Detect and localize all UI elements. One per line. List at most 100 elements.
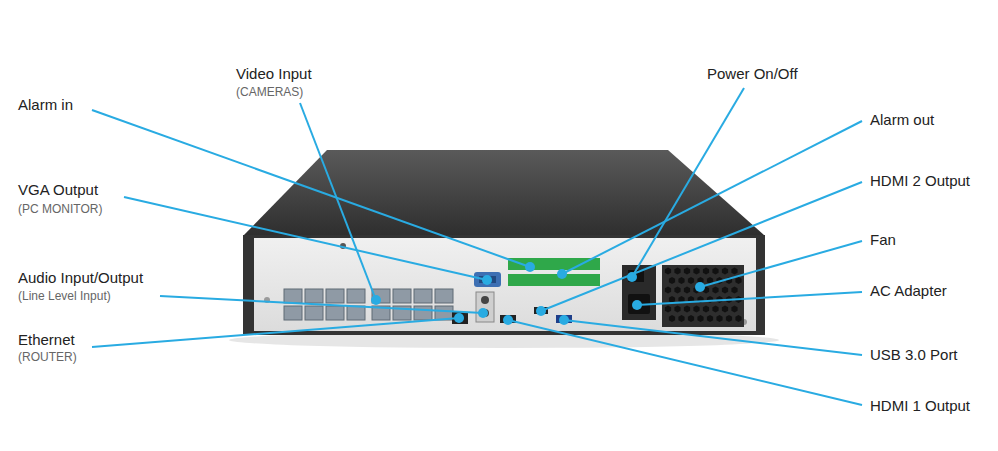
callout-label: Video Input [236, 65, 312, 82]
leader-line [160, 296, 483, 313]
rear-plate [254, 238, 756, 331]
callout-label: VGA Output [18, 181, 98, 198]
callout-label: Fan [870, 231, 896, 248]
callout-subtitle: (CAMERAS) [236, 85, 303, 99]
fan-hole [707, 315, 713, 322]
power-module [622, 265, 656, 320]
fan-hole [716, 315, 722, 322]
fan-hole [678, 277, 684, 284]
leader-dot [371, 295, 381, 305]
fan-hole [688, 277, 694, 284]
fan-hole [684, 267, 690, 274]
leader-dot [454, 313, 464, 323]
poe-port [414, 289, 432, 303]
fan-hole [712, 286, 718, 293]
leader-dot [478, 308, 488, 318]
fan-hole [722, 305, 728, 312]
poe-port [347, 289, 365, 303]
leader-dot [503, 315, 513, 325]
leader-line [562, 121, 862, 274]
leader-line [508, 320, 862, 405]
callout-subtitle: (PC MONITOR) [18, 202, 102, 216]
fan-hole [703, 305, 709, 312]
fan-grille [662, 265, 744, 327]
callout-label: AC Adapter [870, 282, 947, 299]
callout-label: Ethernet [18, 331, 75, 348]
fan-hole [665, 286, 671, 293]
leader-lines [92, 88, 862, 405]
fan-hole [735, 315, 741, 322]
callout-label: HDMI 1 Output [870, 397, 970, 414]
poe-port [435, 289, 453, 303]
fan-hole [684, 286, 690, 293]
poe-port [284, 306, 302, 320]
leader-dot [536, 306, 546, 316]
fan-hole [731, 286, 737, 293]
leader-dot [557, 269, 567, 279]
fan-hole [697, 315, 703, 322]
fan-hole [722, 286, 728, 293]
fan-hole [674, 267, 680, 274]
poe-port [326, 306, 344, 320]
leader-dot [525, 262, 535, 272]
poe-port [393, 289, 411, 303]
callout-label: HDMI 2 Output [870, 172, 970, 189]
leader-dot [482, 275, 492, 285]
fan-hole [665, 305, 671, 312]
callout-label: Audio Input/Output [18, 269, 143, 286]
leader-line [300, 103, 376, 300]
poe-port [326, 289, 344, 303]
fan-hole [693, 305, 699, 312]
leader-line [124, 197, 487, 280]
poe-port [305, 306, 323, 320]
alarm-terminal [508, 274, 600, 286]
fan-hole [735, 277, 741, 284]
callout-subtitle: (Line Level Input) [18, 289, 111, 303]
callout-label: Power On/Off [707, 65, 798, 82]
fan-hole [665, 267, 671, 274]
fan-hole [712, 305, 718, 312]
leader-line [632, 88, 744, 277]
poe-port [347, 306, 365, 320]
fan-hole [688, 315, 694, 322]
leader-dot [559, 315, 569, 325]
leader-line [92, 318, 459, 347]
fan-hole [674, 286, 680, 293]
fan-hole [731, 267, 737, 274]
rear-frame [243, 235, 765, 335]
fan-hole [731, 305, 737, 312]
leader-line [564, 320, 862, 355]
callout-label: Alarm in [18, 96, 73, 113]
poe-port [284, 289, 302, 303]
fan-grille [665, 267, 742, 322]
leader-line [541, 182, 862, 311]
leader-line [700, 241, 862, 287]
fan-hole [678, 315, 684, 322]
callout-subtitle: (ROUTER) [18, 350, 77, 364]
fan-hole [707, 296, 713, 303]
leader-line [637, 292, 862, 305]
poe-port [305, 289, 323, 303]
audio-jack [476, 292, 494, 322]
fan-hole [726, 315, 732, 322]
fan-hole [674, 305, 680, 312]
fan-hole [712, 267, 718, 274]
leader-dot [695, 282, 705, 292]
vga-port [474, 272, 501, 287]
poe-port [414, 306, 432, 320]
fan-hole [693, 267, 699, 274]
fan-hole [669, 315, 675, 322]
audio-jack [481, 296, 489, 304]
leader-dot [632, 300, 642, 310]
fan-hole [703, 267, 709, 274]
fan-hole [669, 277, 675, 284]
callout-label: Alarm out [870, 111, 934, 128]
callout-label: USB 3.0 Port [870, 346, 958, 363]
leader-dot [627, 272, 637, 282]
ethernet-port [452, 312, 468, 324]
leader-line [92, 110, 530, 267]
fan-hole [684, 305, 690, 312]
fan-hole [722, 267, 728, 274]
